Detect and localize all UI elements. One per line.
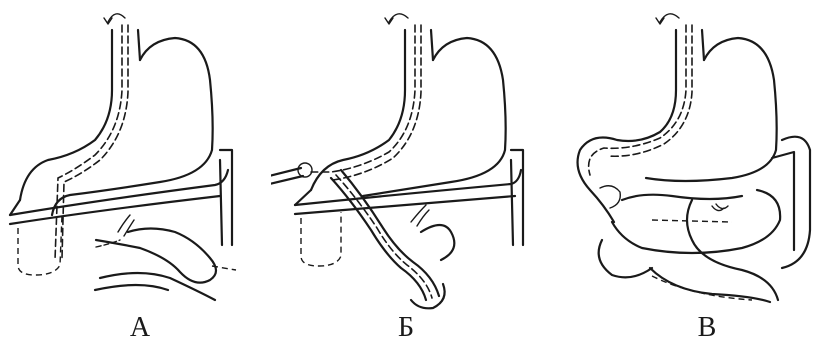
panel-b: Б [271, 0, 542, 352]
panel-v: В [542, 0, 813, 352]
panel-a-drawing [0, 0, 271, 352]
panel-b-drawing [271, 0, 542, 352]
panel-v-label: В [677, 312, 737, 344]
panel-b-label: Б [376, 312, 436, 344]
panel-v-drawing [542, 0, 813, 352]
panel-a: А [0, 0, 271, 352]
panel-a-label: А [110, 312, 170, 344]
